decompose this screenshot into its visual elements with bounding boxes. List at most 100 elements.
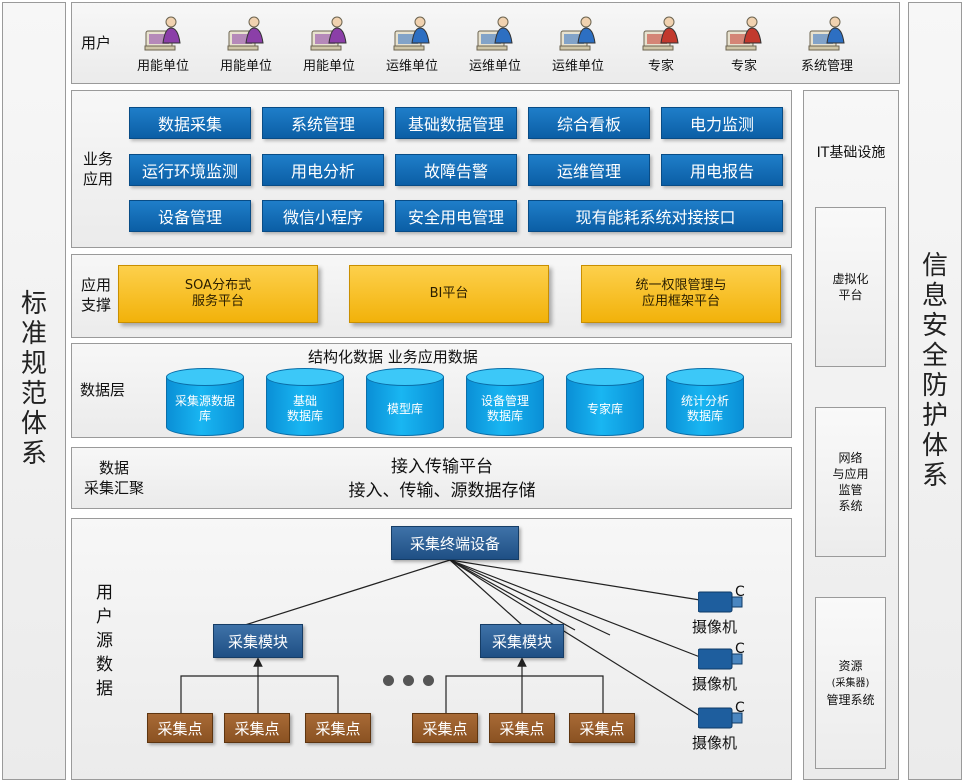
business-module: 系统管理 (262, 107, 384, 139)
standards-system-bar: 标 准 规 范 体 系 (2, 2, 66, 780)
security-char: 全 (921, 341, 948, 371)
users-panel: 用户 用能单位用能单位用能单位运维单位运维单位运维单位专家专家系统管理 (71, 2, 900, 84)
business-module: 安全用电管理 (395, 200, 517, 232)
user-computer-icon (725, 16, 762, 51)
business-label-line: 业务 (83, 150, 114, 168)
user-label: 用能单位 (219, 59, 272, 74)
auth-framework-line: 应用框架平台 (641, 294, 720, 309)
business-applications-panel: 业务 应用 数据采集系统管理基础数据管理综合看板电力监测运行环境监测用电分析故障… (71, 90, 792, 248)
support-label-line: 支撑 (81, 296, 112, 314)
resource-management-box: 资源(采集器)管理系统 (815, 597, 886, 769)
user-entry: 运维单位 (544, 13, 612, 74)
acquisition-label-line: 数据 (99, 459, 130, 477)
source-char: 据 (96, 679, 113, 699)
users-label: 用户 (81, 34, 112, 52)
business-module: 运行环境监测 (129, 154, 251, 186)
standards-char: 系 (20, 439, 47, 469)
camera-label: 摄像机 (692, 675, 738, 693)
data-layer-label: 数据层 (80, 381, 126, 399)
camera-icon (698, 707, 743, 729)
standards-char: 规 (20, 349, 47, 379)
business-module: 运维管理 (528, 154, 650, 186)
security-system-title: 信 息 安 全 防 护 体 系 (909, 251, 961, 491)
data-layer-panel: 数据层 结构化数据 业务应用数据 采集源数据库基础数据库模型库设备管理数据库专家… (71, 343, 792, 438)
source-char: 数 (96, 655, 113, 675)
camera-mark: C (735, 641, 745, 657)
business-module: 现有能耗系统对接接口 (528, 200, 783, 232)
user-entry: 用能单位 (295, 13, 363, 74)
database-label-line: 模型库 (386, 401, 423, 416)
business-module: 微信小程序 (262, 200, 384, 232)
business-module: 设备管理 (129, 200, 251, 232)
user-entry: 专家 (710, 13, 778, 74)
resource-line: 管理系统 (826, 693, 875, 707)
bi-platform-line: BI平台 (429, 286, 469, 301)
user-label: 专家 (647, 59, 674, 74)
auth-framework-line: 统一权限管理与 (635, 278, 727, 293)
business-module: 用电分析 (262, 154, 384, 186)
source-char: 用 (96, 583, 113, 603)
security-char: 息 (921, 281, 948, 311)
acquisition-title: 接入传输平台 (391, 457, 493, 477)
business-module: 故障告警 (395, 154, 517, 186)
business-module: 电力监测 (661, 107, 783, 139)
user-entry: 用能单位 (129, 13, 197, 74)
database-cylinder: 设备管理数据库 (466, 368, 544, 436)
application-support-panel: 应用 支撑 SOA分布式服务平台 BI平台 统一权限管理与应用框架平台 (71, 254, 792, 338)
data-acquisition-panel: 数据 采集汇聚 接入传输平台 接入、传输、源数据存储 (71, 447, 792, 509)
security-char: 安 (921, 311, 948, 341)
collection-point: 采集点 (147, 713, 213, 743)
soa-platform-line: SOA分布式 (184, 278, 252, 293)
standards-char: 范 (20, 379, 47, 409)
user-entry: 系统管理 (793, 13, 861, 74)
user-entry: 用能单位 (212, 13, 280, 74)
user-entry: 运维单位 (461, 13, 529, 74)
user-label: 运维单位 (385, 59, 438, 74)
network-line: 系统 (838, 499, 863, 513)
virtualization-platform-box: 虚拟化平台 (815, 207, 886, 367)
business-module: 用电报告 (661, 154, 783, 186)
user-computer-icon (144, 16, 181, 51)
user-label: 用能单位 (302, 59, 355, 74)
source-char: 户 (96, 607, 113, 627)
database-label-line: 采集源数据 (174, 394, 235, 408)
collection-module-right: 采集模块 (480, 624, 564, 658)
standards-char: 准 (20, 319, 47, 349)
security-char: 护 (921, 401, 948, 431)
it-infrastructure-title: IT基础设施 (816, 145, 886, 161)
acquisition-platform-title: 接入传输平台 接入、传输、源数据存储 (292, 455, 592, 503)
database-cylinder: 基础数据库 (266, 368, 344, 436)
support-label-line: 应用 (81, 276, 112, 294)
user-label: 系统管理 (800, 59, 853, 74)
collection-point: 采集点 (305, 713, 371, 743)
standards-system-title: 标 准 规 范 体 系 (3, 289, 65, 469)
collection-point: 采集点 (569, 713, 635, 743)
database-cylinder: 采集源数据库 (166, 368, 244, 436)
user-label: 专家 (730, 59, 757, 74)
database-label-line: 库 (198, 409, 211, 423)
source-char: 源 (96, 631, 113, 651)
business-module: 数据采集 (129, 107, 251, 139)
security-char: 系 (921, 461, 948, 491)
user-computer-icon (559, 16, 596, 51)
virtualization-line: 虚拟化 (832, 272, 869, 286)
user-entry: 运维单位 (378, 13, 446, 74)
soa-platform: SOA分布式服务平台 (118, 265, 318, 323)
user-computer-icon (808, 16, 845, 51)
collection-point: 采集点 (489, 713, 555, 743)
collection-point: 采集点 (224, 713, 290, 743)
security-char: 信 (921, 251, 948, 281)
collection-point: 采集点 (412, 713, 478, 743)
database-label-line: 设备管理 (480, 394, 529, 408)
network-line: 网络 (838, 451, 863, 465)
user-entry: 专家 (627, 13, 695, 74)
resource-line: 资源 (838, 659, 863, 673)
camera-label: 摄像机 (692, 618, 738, 636)
user-label: 运维单位 (468, 59, 521, 74)
user-computer-icon (227, 16, 264, 51)
collection-terminal: 采集终端设备 (391, 526, 519, 560)
network-line: 监管 (838, 483, 863, 497)
database-label-line: 数据库 (286, 409, 323, 423)
database-cylinder: 统计分析数据库 (666, 368, 744, 436)
